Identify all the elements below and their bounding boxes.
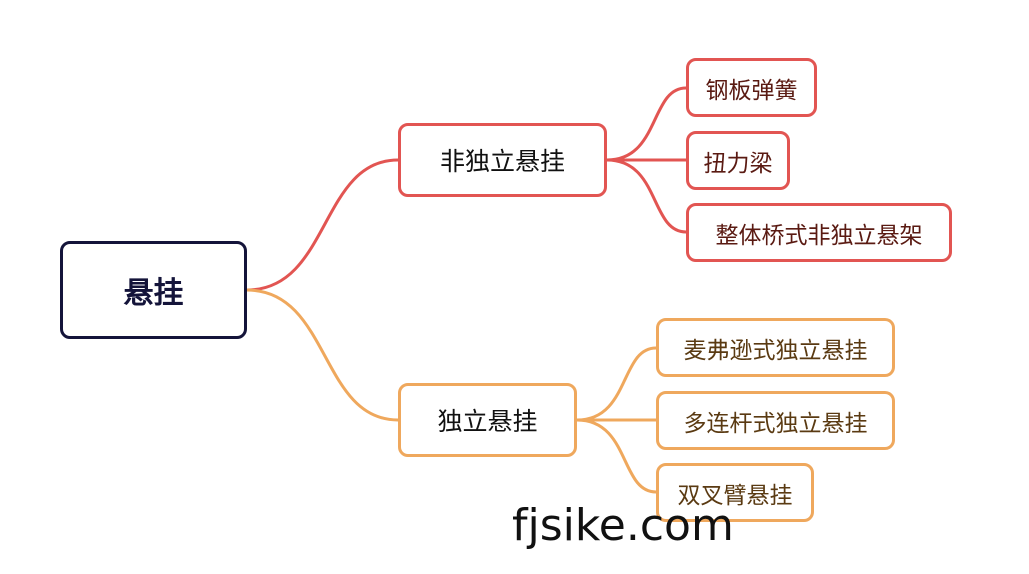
- leaf-label: 钢板弹簧: [705, 77, 798, 104]
- root-node[interactable]: 悬挂: [60, 241, 247, 339]
- leaf-label: 麦弗逊式独立悬挂: [683, 337, 868, 364]
- leaf-node[interactable]: 整体桥式非独立悬架: [686, 203, 952, 262]
- leaf-label: 整体桥式非独立悬架: [715, 222, 923, 249]
- branch-node-non-independent[interactable]: 非独立悬挂: [398, 123, 607, 197]
- branch-label: 独立悬挂: [437, 407, 538, 436]
- root-label: 悬挂: [123, 276, 184, 311]
- leaf-node[interactable]: 多连杆式独立悬挂: [656, 391, 895, 450]
- leaf-node[interactable]: 钢板弹簧: [686, 58, 817, 117]
- link-branch1-leaf3: [605, 158, 688, 234]
- leaf-label: 多连杆式独立悬挂: [683, 410, 868, 437]
- link-branch2-leaf1: [575, 346, 658, 422]
- link-branch2-leaf3: [575, 418, 658, 494]
- branch-node-independent[interactable]: 独立悬挂: [398, 383, 577, 457]
- leaf-label: 扭力梁: [703, 150, 773, 177]
- link-root-branch2: [245, 288, 400, 422]
- branch-label: 非独立悬挂: [439, 147, 565, 176]
- leaf-node[interactable]: 扭力梁: [686, 131, 790, 190]
- link-root-branch1: [245, 158, 400, 292]
- leaf-node[interactable]: 双叉臂悬挂: [656, 463, 814, 522]
- leaf-label: 双叉臂悬挂: [677, 482, 793, 509]
- watermark: fjsike.com: [512, 500, 734, 551]
- leaf-node[interactable]: 麦弗逊式独立悬挂: [656, 318, 895, 377]
- link-branch1-leaf1: [605, 86, 688, 162]
